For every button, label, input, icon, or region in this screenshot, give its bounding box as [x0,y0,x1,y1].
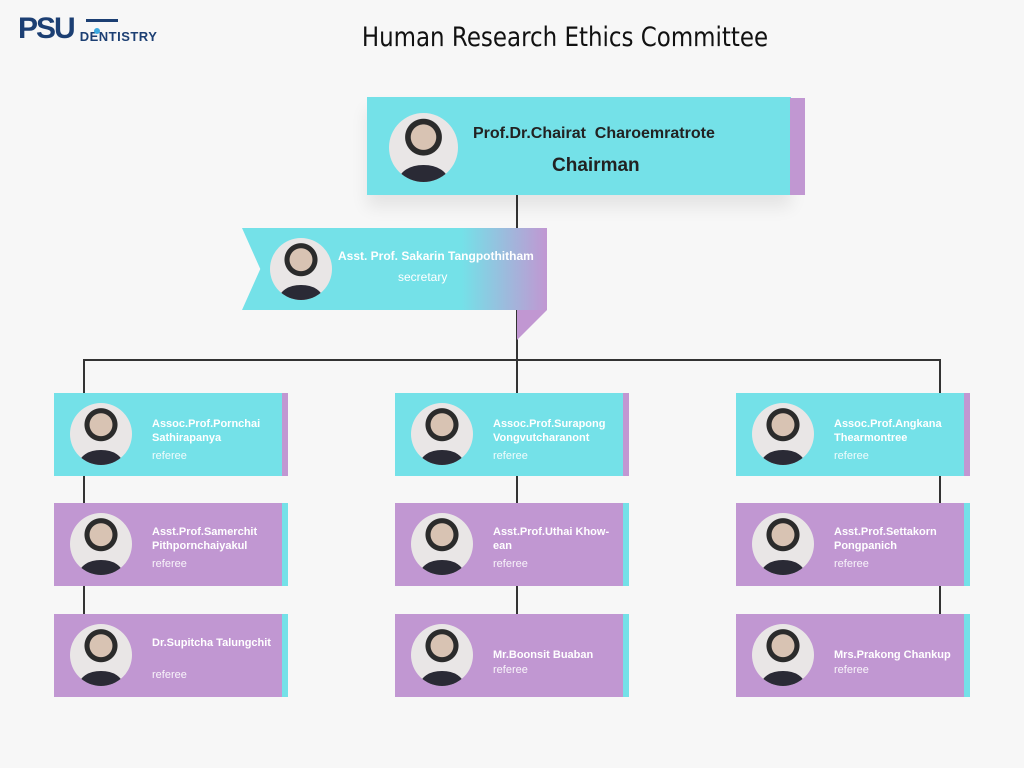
referee-name: Assoc.Prof.Angkana Thearmontree [834,418,942,444]
referee-photo [411,624,473,686]
referee-role: referee [493,558,528,570]
logo-bar [85,19,118,22]
secretary-role: secretary [398,270,448,284]
logo-dot [94,28,100,34]
card-accent-stripe [964,503,970,586]
chairman-photo [389,113,458,182]
card-accent-stripe [282,393,288,476]
chairman-role: Chairman [552,155,640,176]
referee-card: Asst.Prof.Samerchit Pithpornchaiyakul re… [54,503,288,586]
referee-card: Asst.Prof.Uthai Khow-ean referee [395,503,629,586]
card-accent-stripe [964,393,970,476]
referee-role: referee [493,664,528,676]
referee-photo [70,513,132,575]
psu-dentistry-logo: PSU DENTISTRY [18,12,157,45]
referee-name: Assoc.Prof.Surapong Vongvutcharanont [493,418,606,444]
card-accent-stripe [623,503,629,586]
referee-name: Asst.Prof.Samerchit Pithpornchaiyakul [152,526,258,552]
referee-card: Mr.Boonsit Buaban referee [395,614,629,697]
referee-name: Asst.Prof.Uthai Khow-ean [493,526,610,552]
card-accent-stripe [623,393,629,476]
referee-photo [70,624,132,686]
referee-role: referee [152,558,187,570]
referee-name: Dr.Supitcha Talungchit [152,637,271,649]
secretary-name: Asst. Prof. Sakarin Tangpothitham [338,249,534,263]
connector-line [939,359,941,637]
referee-name: Assoc.Prof.Pornchai Sathirapanya [152,418,261,444]
card-accent-stripe [964,614,970,697]
referee-photo [752,513,814,575]
connector-line [83,359,85,637]
chairman-accent-stripe [790,98,805,195]
connector-line [83,359,941,361]
referee-role: referee [834,450,869,462]
referee-card: Mrs.Prakong Chankup referee [736,614,970,697]
referee-photo [411,403,473,465]
referee-role: referee [152,669,187,681]
referee-card: Assoc.Prof.Surapong Vongvutcharanont ref… [395,393,629,476]
page-title: Human Research Ethics Committee [361,22,769,53]
referee-name: Mr.Boonsit Buaban [493,649,594,661]
referee-name: Mrs.Prakong Chankup [834,649,951,661]
referee-card: Asst.Prof.Settakorn Pongpanich referee [736,503,970,586]
referee-role: referee [834,664,869,676]
secretary-ribbon-fold [517,310,547,340]
referee-photo [752,403,814,465]
referee-card: Dr.Supitcha Talungchit referee [54,614,288,697]
referee-photo [411,513,473,575]
chairman-card: Prof.Dr.Chairat Charoemratrote Chairman [367,97,791,195]
card-accent-stripe [282,503,288,586]
referee-card: Assoc.Prof.Pornchai Sathirapanya referee [54,393,288,476]
connector-line [516,359,518,637]
referee-role: referee [834,558,869,570]
referee-role: referee [493,450,528,462]
logo-mark: PSU [18,12,76,45]
referee-role: referee [152,450,187,462]
secretary-photo [270,238,332,300]
secretary-card: Asst. Prof. Sakarin Tangpothitham secret… [242,228,547,310]
chairman-name: Prof.Dr.Chairat Charoemratrote [473,125,715,142]
card-accent-stripe [282,614,288,697]
referee-name: Asst.Prof.Settakorn Pongpanich [834,526,937,552]
referee-photo [752,624,814,686]
referee-card: Assoc.Prof.Angkana Thearmontree referee [736,393,970,476]
referee-photo [70,403,132,465]
card-accent-stripe [623,614,629,697]
